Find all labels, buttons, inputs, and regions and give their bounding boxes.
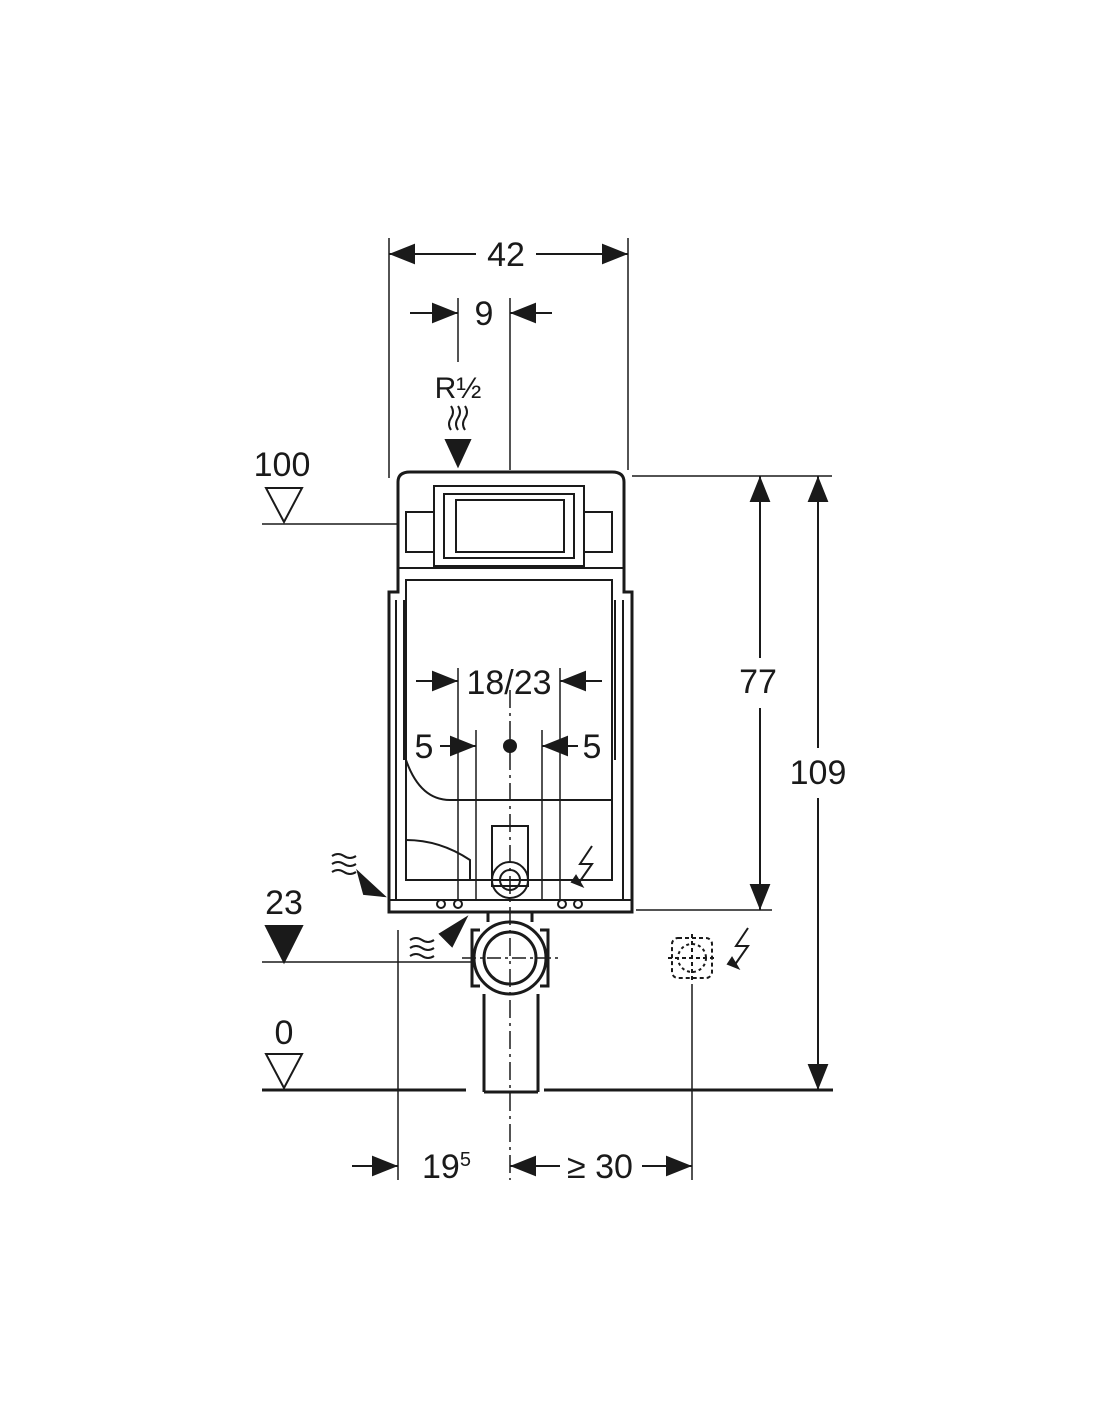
dimension-lines: [352, 243, 829, 1177]
dim-bolt-inner-left: 5: [415, 728, 434, 766]
water-supply-icon: [331, 405, 472, 959]
dim-wall-offset-base: 19: [422, 1148, 460, 1186]
dim-wall-offset-sup: 5: [460, 1149, 471, 1171]
electric-supply-icon: [570, 845, 750, 971]
dim-level-top: 100: [254, 446, 311, 484]
dim-side-clearance: ≥ 30: [567, 1148, 633, 1186]
dim-level-floor: 0: [275, 1014, 294, 1052]
power-socket-icon: [668, 934, 716, 982]
center-mark: [503, 739, 517, 753]
extension-lines: [262, 238, 832, 1180]
dim-bolt-inner-right: 5: [583, 728, 602, 766]
dim-height-total: 109: [790, 754, 847, 792]
level-marker-icon: [264, 487, 304, 1091]
frame-outline: [387, 470, 634, 914]
dim-height-frame: 77: [739, 663, 777, 701]
dim-inlet-offset: 9: [475, 295, 494, 333]
dim-level-drain: 23: [265, 884, 303, 922]
dim-width-total: 42: [487, 236, 525, 274]
dim-bolt-spacing: 18/23: [466, 664, 551, 702]
dim-wall-offset: 195: [422, 1148, 471, 1186]
dim-inlet-thread: R½: [435, 372, 482, 405]
